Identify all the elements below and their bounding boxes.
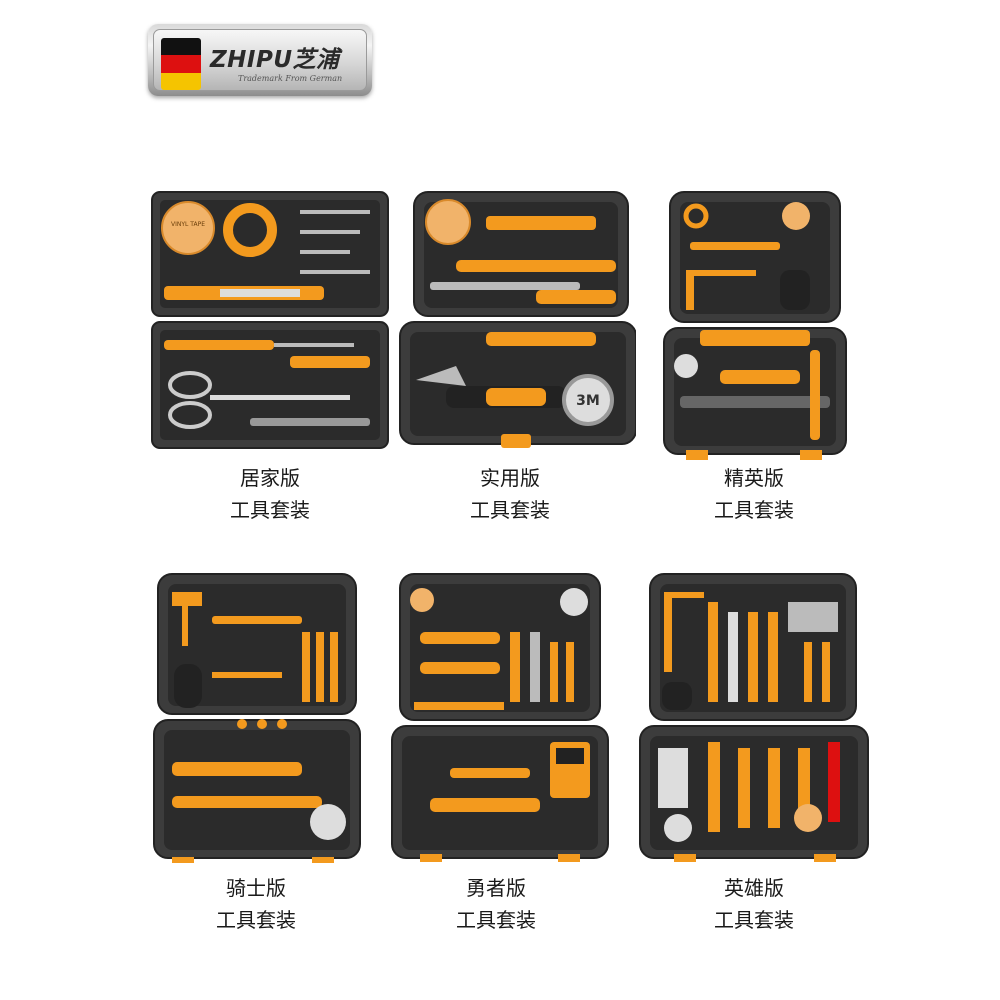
product-caption-3: 精英版 工具套装 (654, 462, 854, 526)
product-name: 精英版 (724, 466, 784, 490)
toolbox-image-3 (663, 191, 847, 460)
product-card-4[interactable]: 骑士版 工具套装 (152, 572, 362, 942)
product-name: 实用版 (480, 466, 540, 490)
brand-tagline: Trademark From German (238, 74, 343, 83)
product-caption-1: 居家版 工具套装 (170, 462, 370, 526)
logo-plate: ZHIPU芝浦 Trademark From German (153, 29, 367, 91)
product-subtitle: 工具套装 (230, 498, 310, 522)
tape-label: VINYL TAPE (171, 221, 205, 228)
toolbox-image-4 (153, 573, 361, 863)
german-flag-icon (161, 38, 201, 90)
product-subtitle: 工具套装 (470, 498, 550, 522)
product-subtitle: 工具套装 (714, 908, 794, 932)
product-card-2[interactable]: 3M 实用版 工具套装 (396, 190, 636, 530)
product-card-5[interactable]: 勇者版 工具套装 (390, 572, 610, 942)
measure-label: 3M (576, 393, 600, 409)
toolbox-image-6 (639, 573, 869, 862)
product-caption-4: 骑士版 工具套装 (156, 872, 356, 936)
product-card-6[interactable]: 英雄版 工具套装 (638, 572, 870, 942)
product-name: 勇者版 (466, 876, 526, 900)
product-caption-6: 英雄版 工具套装 (654, 872, 854, 936)
product-subtitle: 工具套装 (456, 908, 536, 932)
product-subtitle: 工具套装 (714, 498, 794, 522)
product-card-3[interactable]: 精英版 工具套装 (660, 190, 850, 530)
product-name: 居家版 (240, 466, 300, 490)
product-name: 英雄版 (724, 876, 784, 900)
product-card-1[interactable]: VINYL TAPE 居家版 工具套装 (150, 190, 390, 530)
product-caption-2: 实用版 工具套装 (410, 462, 610, 526)
toolbox-image-2: 3M (399, 191, 636, 448)
brand-logo: ZHIPU芝浦 Trademark From German (148, 24, 372, 96)
toolbox-image-1: VINYL TAPE (151, 191, 389, 449)
product-subtitle: 工具套装 (216, 908, 296, 932)
brand-name: ZHIPU芝浦 (210, 47, 340, 73)
product-caption-5: 勇者版 工具套装 (396, 872, 596, 936)
product-name: 骑士版 (226, 876, 286, 900)
toolbox-image-5 (391, 573, 609, 862)
